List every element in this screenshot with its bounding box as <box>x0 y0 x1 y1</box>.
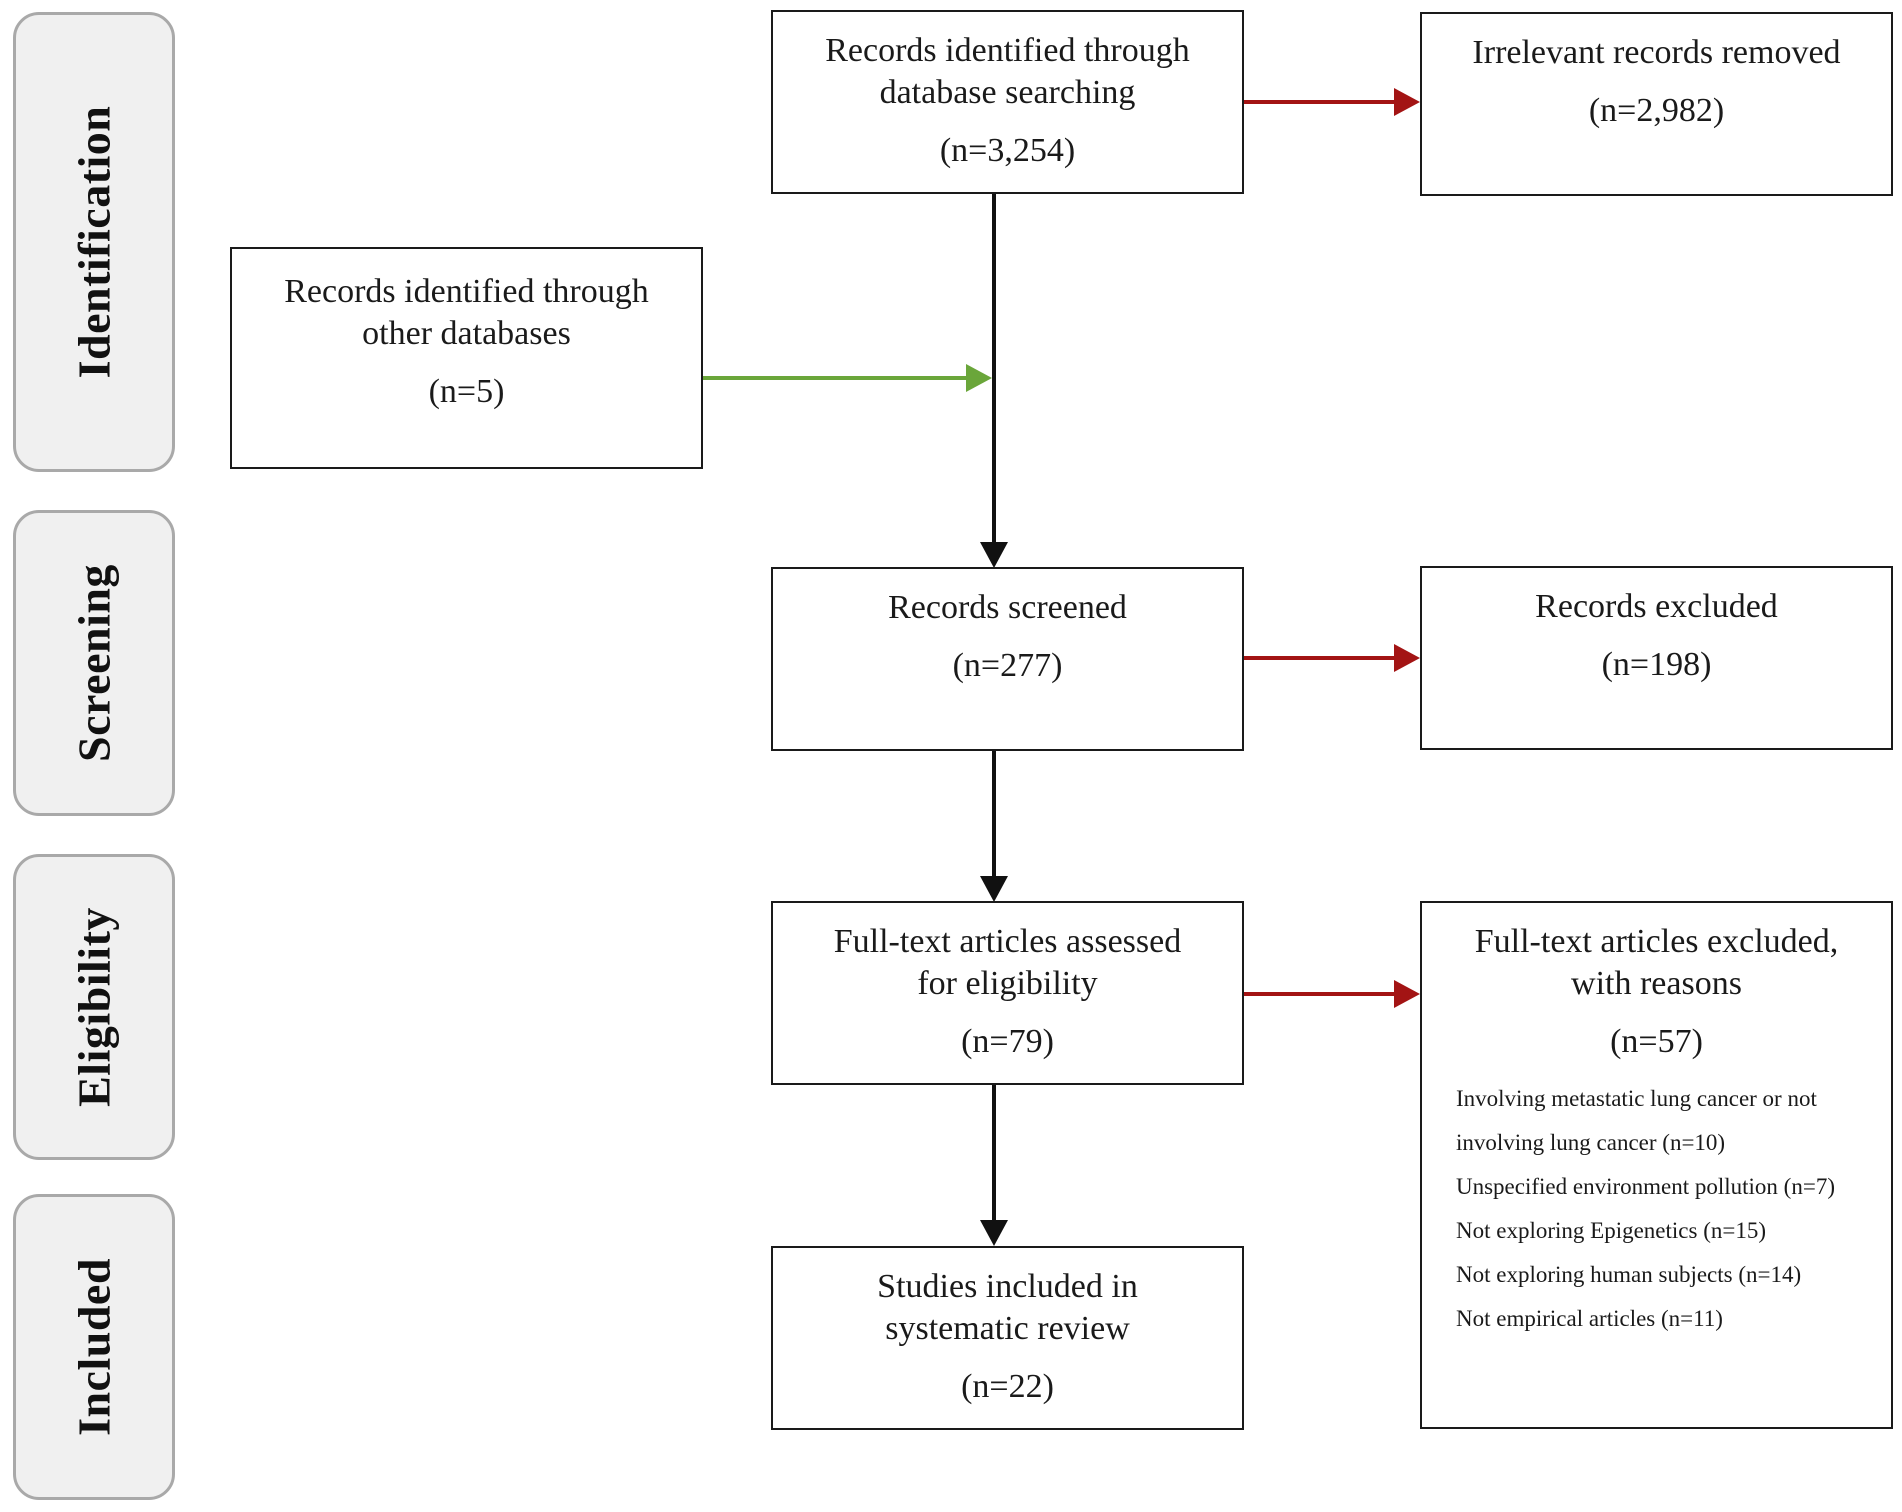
box-included-title: Studies included in systematic review <box>877 1268 1138 1347</box>
stage-screening-label: Screening <box>68 564 120 762</box>
box-screened: Records screened (n=277) <box>771 567 1244 751</box>
exclusion-reason: Not empirical articles (n=11) <box>1456 1306 1723 1331</box>
box-excluded-title: Records excluded <box>1535 588 1778 625</box>
stage-eligibility-label: Eligibility <box>68 907 120 1107</box>
box-screened-count: (n=277) <box>952 647 1063 684</box>
stage-identification-label: Identification <box>68 105 120 379</box>
arrowhead-fulltext-to-included <box>980 1220 1008 1246</box>
arrowhead-to-fulltext-excluded <box>1394 980 1420 1008</box>
box-irrelevant-removed: Irrelevant records removed (n=2,982) <box>1420 12 1893 196</box>
box-db-search-count: (n=3,254) <box>939 132 1076 169</box>
stage-identification: Identification <box>13 12 175 472</box>
box-included-count: (n=22) <box>961 1368 1054 1405</box>
exclusion-reason: Not exploring Epigenetics (n=15) <box>1456 1218 1766 1243</box>
box-included: Studies included in systematic review (n… <box>771 1246 1244 1430</box>
arrowhead-to-irrelevant <box>1394 88 1420 116</box>
box-irrelevant-removed-count: (n=2,982) <box>1588 92 1725 129</box>
box-screened-title: Records screened <box>888 589 1127 626</box>
exclusion-reason: Unspecified environment pollution (n=7) <box>1456 1174 1835 1199</box>
box-irrelevant-removed-title: Irrelevant records removed <box>1472 34 1841 71</box>
stage-included-label: Included <box>68 1258 120 1436</box>
box-fulltext-excluded: Full-text articles excluded, with reason… <box>1420 901 1893 1429</box>
box-fulltext-excluded-count: (n=57) <box>1610 1023 1703 1060</box>
stage-eligibility: Eligibility <box>13 854 175 1160</box>
exclusion-reason: Not exploring human subjects (n=14) <box>1456 1262 1802 1287</box>
stage-included: Included <box>13 1194 175 1500</box>
box-other-db-title: Records identified through other databas… <box>284 273 649 352</box>
stage-screening: Screening <box>13 510 175 816</box>
exclusion-reason: Involving metastatic lung cancer or not … <box>1456 1086 1817 1155</box>
box-db-search: Records identified through database sear… <box>771 10 1244 194</box>
box-other-db-count: (n=5) <box>428 373 505 410</box>
box-excluded-count: (n=198) <box>1601 646 1712 683</box>
exclusion-reasons-list: Involving metastatic lung cancer or not … <box>1422 1077 1891 1341</box>
box-fulltext-assessed-count: (n=79) <box>961 1023 1054 1060</box>
box-fulltext-assessed: Full-text articles assessed for eligibil… <box>771 901 1244 1085</box>
box-other-db: Records identified through other databas… <box>230 247 703 469</box>
arrowhead-screened-to-fulltext <box>980 876 1008 902</box>
box-fulltext-excluded-title: Full-text articles excluded, with reason… <box>1474 923 1839 1002</box>
arrowhead-to-excluded <box>1394 644 1420 672</box>
arrowhead-search-to-screened <box>980 542 1008 568</box>
box-fulltext-assessed-title: Full-text articles assessed for eligibil… <box>833 923 1182 1002</box>
box-db-search-title: Records identified through database sear… <box>825 32 1190 111</box>
box-excluded: Records excluded (n=198) <box>1420 566 1893 750</box>
arrowhead-other-db-merge <box>966 364 992 392</box>
